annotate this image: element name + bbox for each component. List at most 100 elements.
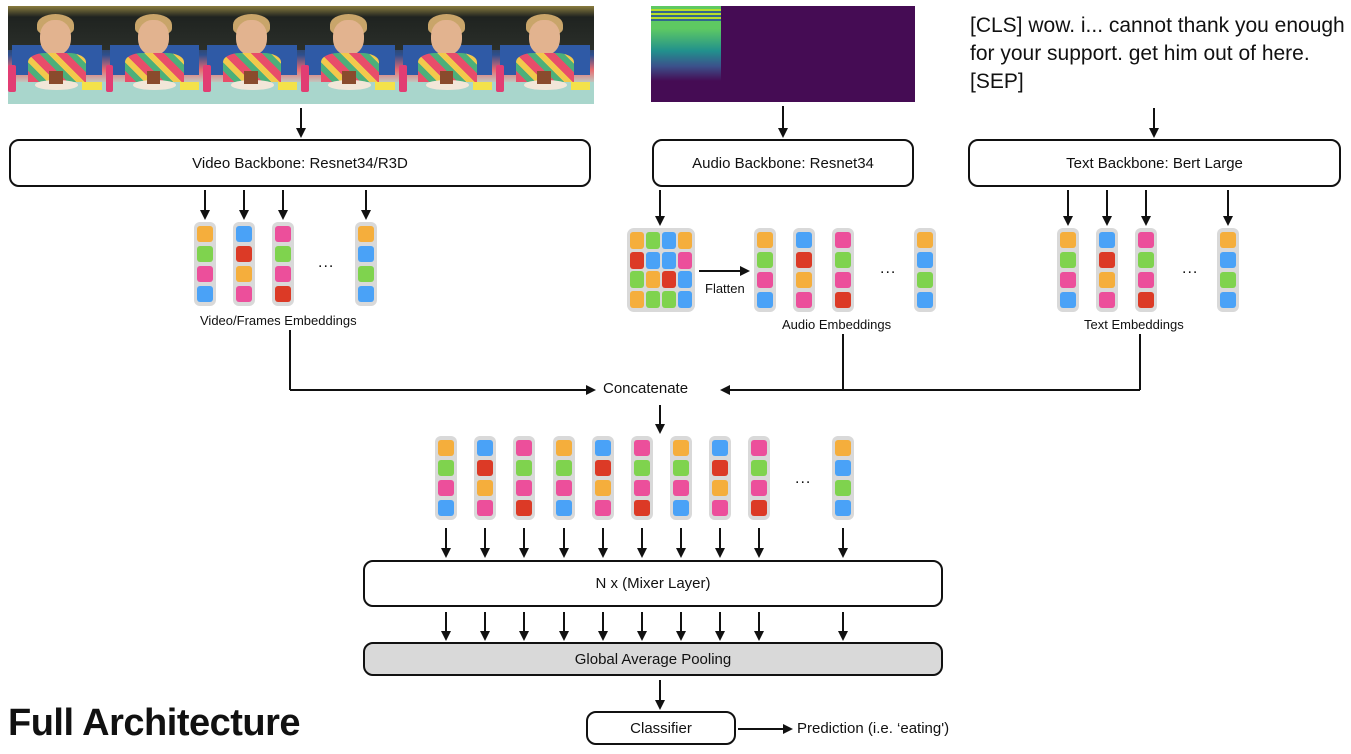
embedding-cell-green xyxy=(516,460,532,476)
embedding-cell-red xyxy=(796,252,812,268)
concat-embedding-column xyxy=(631,436,653,520)
text-backbone-box: Text Backbone: Bert Large xyxy=(968,139,1341,187)
video-ellipsis: ... xyxy=(318,254,335,271)
classifier-box: Classifier xyxy=(586,711,736,745)
concat-embedding-column xyxy=(474,436,496,520)
embedding-cell-green xyxy=(358,266,374,282)
embedding-cell-pink xyxy=(197,266,213,282)
embedding-cell-blue xyxy=(358,246,374,262)
frame-table xyxy=(301,82,399,104)
embedding-cell-pink xyxy=(1138,272,1154,288)
page-title: Full Architecture xyxy=(8,702,301,744)
video-frame xyxy=(105,6,204,104)
frame-napkin xyxy=(82,82,102,91)
frame-plate xyxy=(230,80,274,91)
concatenate-label: Concatenate xyxy=(603,380,689,397)
embedding-cell-orange xyxy=(197,226,213,242)
embedding-cell-green xyxy=(673,460,689,476)
frame-napkin xyxy=(570,82,591,91)
embedding-cell-pink xyxy=(751,480,767,496)
embedding-cell-blue xyxy=(917,252,933,268)
embedding-cell-blue xyxy=(796,232,812,248)
embedding-cell-orange xyxy=(438,440,454,456)
audio-embedding-column xyxy=(793,228,815,312)
concat-ellipsis: ... xyxy=(795,470,812,487)
video-backbone-box: Video Backbone: Resnet34/R3D xyxy=(9,139,591,187)
frame-cup xyxy=(203,64,212,93)
feature-cell-red xyxy=(662,271,676,289)
embedding-cell-green xyxy=(197,246,213,262)
embedding-cell-red xyxy=(1099,252,1115,268)
prediction-label: Prediction (i.e. ‘eating') xyxy=(797,720,950,737)
video-frame xyxy=(398,6,497,104)
frame-table xyxy=(496,82,595,104)
frame-cup xyxy=(105,64,114,93)
frame-cake xyxy=(146,70,161,85)
embedding-cell-blue xyxy=(1220,252,1236,268)
embedding-cell-blue xyxy=(1099,232,1115,248)
embedding-cell-blue xyxy=(835,500,851,516)
feature-cell-blue xyxy=(662,251,676,269)
embedding-cell-blue xyxy=(197,286,213,302)
embedding-cell-pink xyxy=(477,500,493,516)
global-average-pooling-box: Global Average Pooling xyxy=(363,642,943,676)
embedding-cell-pink xyxy=(796,292,812,308)
embedding-cell-pink xyxy=(835,232,851,248)
embedding-cell-pink xyxy=(275,266,291,282)
embedding-cell-blue xyxy=(438,500,454,516)
flatten-label: Flatten xyxy=(705,281,745,296)
concat-embedding-column xyxy=(832,436,854,520)
frame-face xyxy=(333,19,365,55)
video-frame xyxy=(301,6,399,104)
embedding-cell-pink xyxy=(595,500,611,516)
text-ellipsis: ... xyxy=(1182,260,1199,277)
embedding-cell-orange xyxy=(835,440,851,456)
frame-table xyxy=(105,82,204,104)
embedding-cell-green xyxy=(757,252,773,268)
embedding-cell-red xyxy=(751,500,767,516)
feature-cell-green xyxy=(630,271,644,289)
embedding-cell-orange xyxy=(917,232,933,248)
frame-table xyxy=(398,82,497,104)
frame-cake xyxy=(49,70,63,85)
frame-cup xyxy=(496,64,505,93)
embedding-cell-orange xyxy=(1060,232,1076,248)
video-embedding-column xyxy=(355,222,377,306)
audio-ellipsis: ... xyxy=(880,260,897,277)
frame-napkin xyxy=(179,82,200,91)
embedding-cell-pink xyxy=(1099,292,1115,308)
embedding-cell-red xyxy=(835,292,851,308)
embedding-cell-orange xyxy=(477,480,493,496)
video-embedding-column xyxy=(194,222,216,306)
frame-plate xyxy=(35,80,79,91)
frame-napkin xyxy=(472,82,493,91)
embedding-cell-pink xyxy=(556,480,572,496)
embedding-cell-pink xyxy=(516,440,532,456)
frame-face xyxy=(235,19,267,55)
audio-backbone-label: Audio Backbone: Resnet34 xyxy=(692,154,874,172)
embedding-cell-blue xyxy=(1220,292,1236,308)
frame-face xyxy=(528,19,560,55)
embedding-cell-green xyxy=(1138,252,1154,268)
embedding-cell-red xyxy=(516,500,532,516)
feature-cell-red xyxy=(630,251,644,269)
audio-embedding-column xyxy=(832,228,854,312)
feature-cell-blue xyxy=(646,251,660,269)
feature-cell-green xyxy=(646,232,660,249)
text-embeddings-label: Text Embeddings xyxy=(1084,317,1184,332)
feature-cell-blue xyxy=(678,290,692,308)
feature-cell-green xyxy=(646,290,660,308)
embedding-cell-orange xyxy=(358,226,374,242)
embedding-cell-orange xyxy=(595,480,611,496)
embedding-cell-blue xyxy=(673,500,689,516)
embedding-cell-orange xyxy=(236,266,252,282)
embedding-cell-pink xyxy=(1060,272,1076,288)
frame-cake xyxy=(244,70,259,85)
video-frame xyxy=(496,6,595,104)
frame-cake xyxy=(342,70,356,85)
embedding-cell-pink xyxy=(438,480,454,496)
frame-napkin xyxy=(375,82,395,91)
embedding-cell-pink xyxy=(516,480,532,496)
embedding-cell-blue xyxy=(917,292,933,308)
